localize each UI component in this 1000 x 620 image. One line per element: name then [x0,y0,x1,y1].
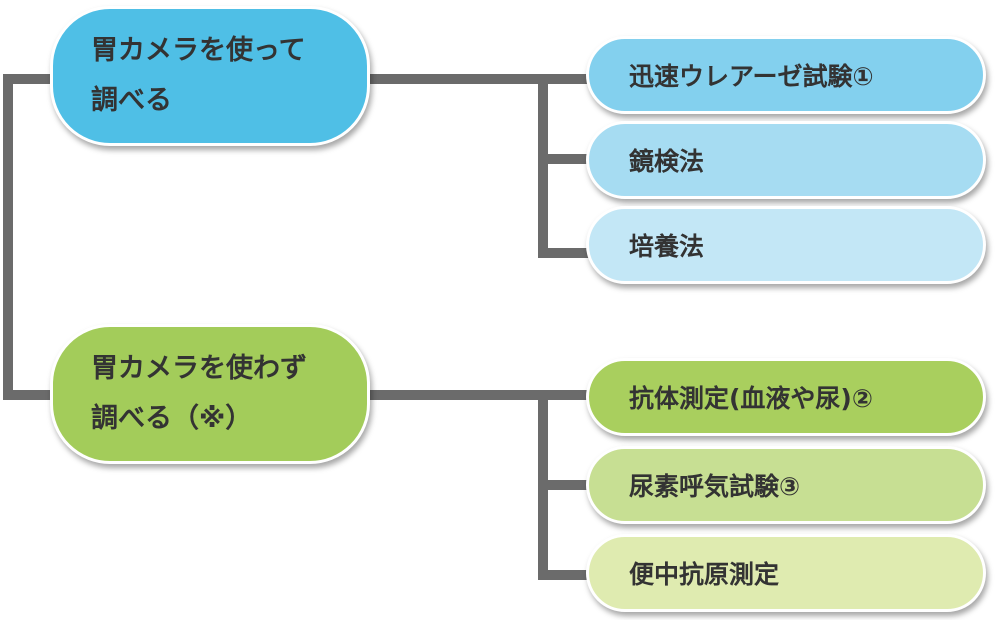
connector-group1-branch-3 [538,248,592,258]
connector-group2-branch-2 [538,480,592,490]
test-label: 鏡検法 [629,147,705,176]
connector-group2-branch-3 [538,570,592,580]
connector-root-vertical [3,74,13,400]
test-label: 培養法 [629,232,705,261]
connector-group1-horizontal [360,74,592,84]
test-urea-breath: 尿素呼気試験③ [586,446,986,524]
group-label-with-endoscope: 胃カメラを使って 調べる [91,35,306,116]
test-microscopy: 鏡検法 [586,121,986,199]
group-label-without-endoscope: 胃カメラを使わず 調べる（※） [91,353,307,434]
test-label: 抗体測定(血液や尿)② [629,384,874,413]
connector-group2-horizontal [360,390,592,400]
group-node-without-endoscope: 胃カメラを使わず 調べる（※） [50,324,370,464]
test-label: 便中抗原測定 [629,560,780,589]
test-stool-antigen: 便中抗原測定 [586,534,986,612]
test-label: 迅速ウレアーゼ試験① [629,62,874,91]
connector-root-to-group2 [3,390,55,400]
group-node-with-endoscope: 胃カメラを使って 調べる [50,6,370,146]
test-rapid-urease: 迅速ウレアーゼ試験① [586,36,986,114]
test-culture: 培養法 [586,206,986,284]
connector-group1-branch-2 [538,154,592,164]
connector-root-to-group1 [3,74,55,84]
test-label: 尿素呼気試験③ [629,472,801,501]
test-antibody: 抗体測定(血液や尿)② [586,358,986,436]
connector-group1-vertical [538,74,548,258]
